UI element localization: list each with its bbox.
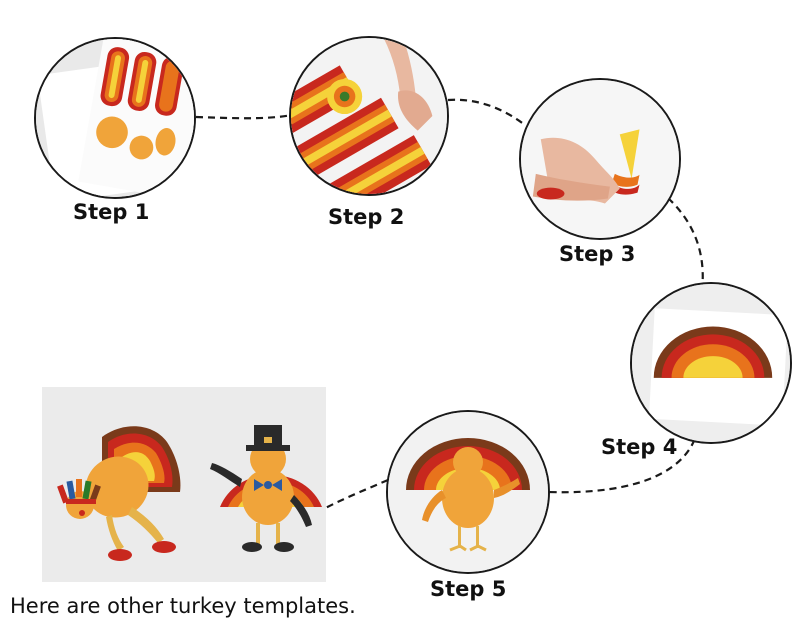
step-2-label: Step 2 bbox=[328, 205, 405, 229]
step-1-image bbox=[34, 37, 196, 199]
step-1-label: Step 1 bbox=[73, 200, 150, 224]
peeling-stickers-icon bbox=[291, 38, 447, 194]
step-4-label: Step 4 bbox=[601, 435, 678, 459]
step-3-label: Step 3 bbox=[559, 242, 636, 266]
turkey-templates-icon bbox=[42, 387, 326, 582]
placing-sticker-icon bbox=[521, 80, 679, 238]
step-4-image bbox=[630, 282, 792, 444]
turkey-templates-image bbox=[42, 387, 326, 582]
sticker-sheets-icon bbox=[36, 39, 194, 197]
step-2-image bbox=[289, 36, 449, 196]
step-3-image bbox=[519, 78, 681, 240]
step-5-image bbox=[386, 410, 550, 574]
turkey-tail-icon bbox=[632, 284, 790, 442]
step-5-label: Step 5 bbox=[430, 577, 507, 601]
finished-turkey-icon bbox=[388, 412, 548, 572]
templates-caption: Here are other turkey templates. bbox=[10, 594, 356, 618]
